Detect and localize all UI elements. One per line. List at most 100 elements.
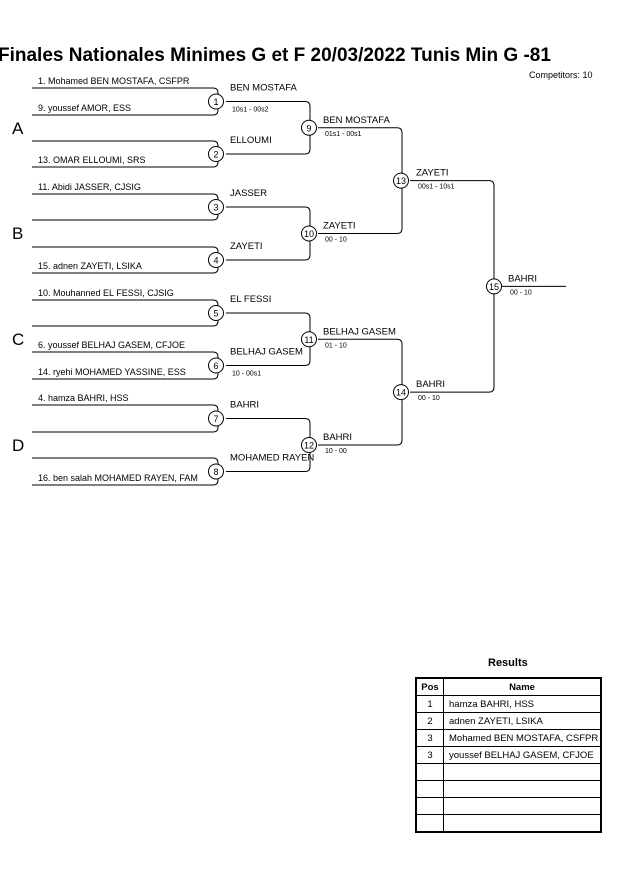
match-number-badge bbox=[208, 410, 224, 427]
results-name: hamza BAHRI, HSS bbox=[443, 695, 602, 713]
results-pos bbox=[415, 780, 444, 798]
results-header-pos: Pos bbox=[415, 677, 444, 696]
match-number: 9 bbox=[306, 123, 311, 133]
match-number-badge bbox=[486, 278, 502, 295]
results-pos: 3 bbox=[415, 746, 444, 764]
entrant-label: 10. Mouhanned EL FESSI, CJSIG bbox=[38, 288, 174, 298]
results-name: Mohamed BEN MOSTAFA, CSFPR bbox=[443, 729, 602, 747]
match-score: 00 - 10 bbox=[510, 289, 532, 296]
results-name bbox=[443, 797, 602, 815]
match-winner: BELHAJ GASEM bbox=[230, 347, 303, 358]
match-number: 8 bbox=[213, 467, 218, 477]
results-pos bbox=[415, 814, 444, 833]
match-number: 7 bbox=[213, 414, 218, 424]
entrant-label: 1. Mohamed BEN MOSTAFA, CSFPR bbox=[38, 76, 190, 86]
match-winner: MOHAMED RAYEN bbox=[230, 453, 314, 464]
bracket-line bbox=[318, 338, 403, 446]
match-winner: BAHRI bbox=[416, 379, 445, 390]
match-number-badge bbox=[301, 225, 317, 242]
results-pos: 2 bbox=[415, 712, 444, 730]
entrant-label: 16. ben salah MOHAMED RAYEN, FAM bbox=[38, 473, 198, 483]
match-number-badge bbox=[393, 384, 409, 401]
match-winner: BEN MOSTAFA bbox=[230, 83, 298, 94]
entrant-label: 15. adnen ZAYETI, LSIKA bbox=[38, 261, 142, 271]
match-score: 00 - 10 bbox=[325, 237, 347, 244]
competitors-count: Competitors: 10 bbox=[529, 70, 593, 80]
match-number: 12 bbox=[304, 441, 314, 451]
group-label: A bbox=[12, 119, 24, 138]
match-winner: JASSER bbox=[230, 188, 267, 199]
match-number-badge bbox=[301, 331, 317, 348]
match-winner: ZAYETI bbox=[323, 221, 356, 232]
match-winner: BELHAJ GASEM bbox=[323, 326, 396, 337]
match-winner: ZAYETI bbox=[230, 241, 263, 252]
results-name bbox=[443, 780, 602, 798]
page-title: Finales Nationales Minimes G et F 20/03/… bbox=[0, 45, 551, 66]
group-label: B bbox=[12, 224, 23, 243]
bracket-line bbox=[410, 180, 495, 393]
match-score: 10 - 00 bbox=[325, 448, 347, 455]
results-name: youssef BELHAJ GASEM, CFJOE bbox=[443, 746, 602, 764]
match-winner: BAHRI bbox=[323, 432, 352, 443]
match-winner: ZAYETI bbox=[416, 168, 449, 179]
bracket-line bbox=[32, 404, 219, 433]
group-label: D bbox=[12, 436, 24, 455]
results-header-name: Name bbox=[443, 677, 602, 696]
match-number: 13 bbox=[396, 176, 406, 186]
results-pos bbox=[415, 763, 444, 781]
match-number-badge bbox=[208, 93, 224, 110]
match-number: 4 bbox=[213, 256, 218, 266]
match-number-badge bbox=[301, 119, 317, 136]
match-number-badge bbox=[208, 199, 224, 215]
results-name bbox=[443, 814, 602, 833]
match-number: 5 bbox=[213, 309, 218, 319]
match-winner: ELLOUMI bbox=[230, 135, 272, 146]
match-number: 2 bbox=[213, 150, 218, 160]
entrant-label: 14. ryehi MOHAMED YASSINE, ESS bbox=[38, 367, 186, 377]
results-pos: 3 bbox=[415, 729, 444, 747]
match-score: 00s1 - 10s1 bbox=[418, 184, 455, 191]
match-number: 1 bbox=[213, 97, 218, 107]
match-number-badge bbox=[208, 252, 224, 268]
entrant-label: 6. youssef BELHAJ GASEM, CFJOE bbox=[38, 340, 185, 350]
bracket-line bbox=[226, 206, 311, 261]
match-number-badge bbox=[208, 357, 224, 374]
results-row bbox=[415, 814, 602, 833]
match-number: 10 bbox=[304, 229, 314, 239]
entrant-label: 9. youssef AMOR, ESS bbox=[38, 103, 131, 113]
match-score: 10s1 - 00s2 bbox=[232, 107, 269, 114]
match-number-badge bbox=[393, 172, 409, 189]
entrant-label: 11. Abidi JASSER, CJSIG bbox=[38, 182, 141, 192]
match-number-badge bbox=[208, 305, 224, 321]
results-title: Results bbox=[488, 657, 528, 669]
match-number: 15 bbox=[489, 282, 499, 292]
entrant-label: 4. hamza BAHRI, HSS bbox=[38, 393, 129, 403]
match-winner: BEN MOSTAFA bbox=[323, 115, 391, 126]
results-pos bbox=[415, 797, 444, 815]
results-pos: 1 bbox=[415, 695, 444, 713]
match-score: 01s1 - 00s1 bbox=[325, 131, 362, 138]
match-number: 3 bbox=[213, 203, 218, 213]
match-number-badge bbox=[208, 463, 224, 480]
results-header-row: Pos Name bbox=[415, 677, 602, 696]
entrant-label: 13. OMAR ELLOUMI, SRS bbox=[38, 155, 146, 165]
results-name: adnen ZAYETI, LSIKA bbox=[443, 712, 602, 730]
match-number: 14 bbox=[396, 388, 406, 398]
results-row bbox=[415, 797, 602, 815]
match-number-badge bbox=[208, 146, 224, 162]
results-row bbox=[415, 780, 602, 798]
match-winner: EL FESSI bbox=[230, 294, 271, 305]
results-row bbox=[415, 763, 602, 781]
match-score: 10 - 00s1 bbox=[232, 371, 261, 378]
bracket-line bbox=[318, 127, 403, 234]
match-number-badge bbox=[301, 437, 317, 453]
match-winner: BAHRI bbox=[508, 273, 537, 284]
bracket-line bbox=[32, 193, 219, 221]
match-winner: BAHRI bbox=[230, 400, 259, 411]
